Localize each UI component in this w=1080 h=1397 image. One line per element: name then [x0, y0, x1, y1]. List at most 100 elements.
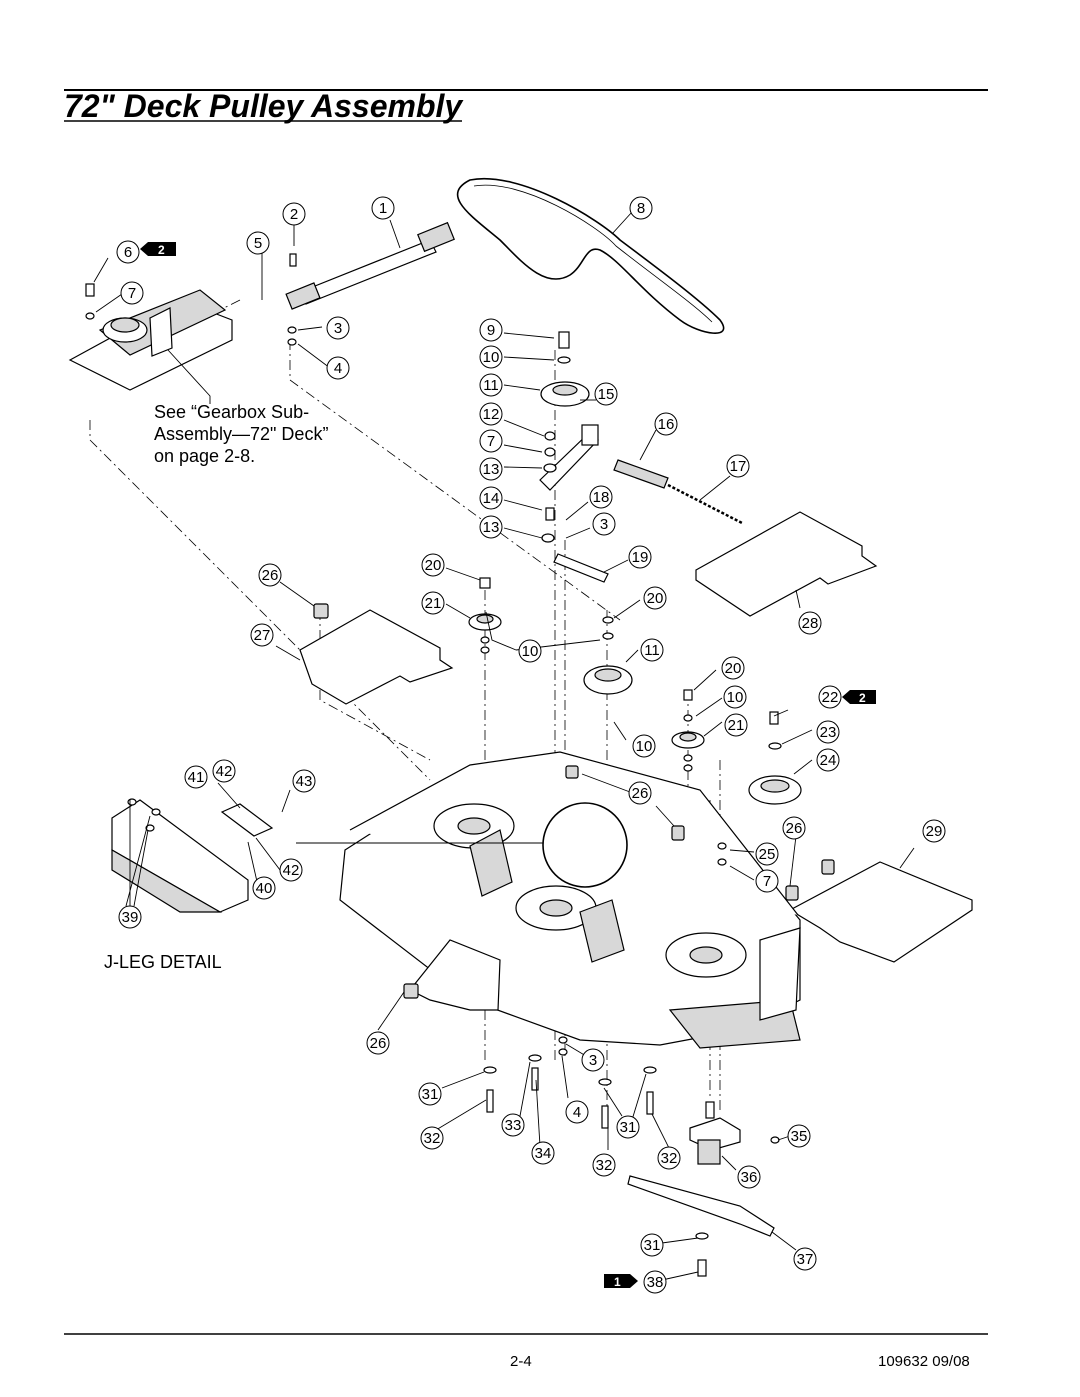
- callout-7: 7: [120, 281, 144, 305]
- callout-18: 18: [589, 485, 613, 509]
- callout-circle: [581, 1048, 605, 1072]
- callout-circle: [479, 318, 503, 342]
- callout-number: 31: [644, 1237, 661, 1254]
- callout-1: 1: [371, 196, 395, 220]
- callout-circle: [250, 623, 274, 647]
- callout-number: 7: [128, 285, 136, 302]
- callout-circle: [366, 1031, 390, 1055]
- belt-shield-left: [299, 609, 454, 705]
- callout-20: 20: [421, 553, 445, 577]
- callout-number: 40: [256, 880, 273, 897]
- callout-19: 19: [628, 545, 652, 569]
- callout-32: 32: [592, 1153, 616, 1177]
- callout-circle: [793, 1247, 817, 1271]
- callout-36: 36: [737, 1165, 761, 1189]
- callout-circle: [501, 1113, 525, 1137]
- page-title: 72" Deck Pulley Assembly: [64, 88, 464, 124]
- callout-29: 29: [922, 819, 946, 843]
- callout-number: 10: [636, 738, 653, 755]
- callout-number: 15: [598, 386, 615, 403]
- callout-6: 6: [116, 240, 140, 264]
- callout-17: 17: [726, 454, 750, 478]
- callout-13: 13: [479, 457, 503, 481]
- callout-2: 2: [282, 202, 306, 226]
- callout-27: 27: [250, 623, 274, 647]
- callout-number: 20: [725, 660, 742, 677]
- callout-number: 7: [763, 873, 771, 890]
- detail-circle: [542, 802, 628, 888]
- callout-circle: [816, 720, 840, 744]
- callout-number: 36: [741, 1169, 758, 1186]
- callout-circle: [531, 1141, 555, 1165]
- callout-37: 37: [793, 1247, 817, 1271]
- callout-number: 21: [728, 717, 745, 734]
- callout-circle: [657, 1146, 681, 1170]
- callout-32: 32: [420, 1126, 444, 1150]
- callout-circle: [787, 1124, 811, 1148]
- callout-circle: [654, 412, 678, 436]
- callout-circle: [721, 656, 745, 680]
- callout-number: 20: [425, 557, 442, 574]
- callout-25: 25: [755, 842, 779, 866]
- callout-number: 26: [370, 1035, 387, 1052]
- mower-deck: [339, 751, 801, 1049]
- v-belt: [456, 177, 725, 334]
- callout-circle: [118, 905, 142, 929]
- callout-31: 31: [640, 1233, 664, 1257]
- callout-number: 34: [535, 1145, 552, 1162]
- callout-26: 26: [258, 563, 282, 587]
- callout-circle: [292, 769, 316, 793]
- callout-7: 7: [755, 869, 779, 893]
- callout-number: 14: [483, 490, 500, 507]
- callout-circle: [479, 345, 503, 369]
- callout-42: 42: [212, 759, 236, 783]
- upper-left-hardware: [85, 253, 727, 866]
- belt-shield-right: [695, 511, 878, 617]
- lower-hardware: [483, 1036, 780, 1144]
- callout-22: 22: [818, 685, 842, 709]
- callout-39: 39: [118, 905, 142, 929]
- j-leg-detail: [111, 798, 274, 913]
- callout-circle: [420, 1126, 444, 1150]
- callout-23: 23: [816, 720, 840, 744]
- callout-number: 2: [290, 206, 298, 223]
- callout-16: 16: [654, 412, 678, 436]
- callout-circle: [479, 402, 503, 426]
- badge-label: 2: [158, 243, 165, 257]
- callout-circle: [479, 515, 503, 539]
- callout-number: 8: [637, 200, 645, 217]
- callout-number: 26: [786, 820, 803, 837]
- callout-circle: [628, 781, 652, 805]
- callout-3: 3: [581, 1048, 605, 1072]
- callout-number: 11: [483, 377, 499, 394]
- callout-circle: [592, 512, 616, 536]
- callout-4: 4: [326, 356, 350, 380]
- callout-circle: [723, 685, 747, 709]
- badge-label: 2: [859, 691, 866, 705]
- callout-circle: [816, 748, 840, 772]
- callout-circle: [252, 876, 276, 900]
- callout-circle: [421, 591, 445, 615]
- callout-number: 10: [483, 349, 500, 366]
- callout-circle: [212, 759, 236, 783]
- callout-circle: [565, 1100, 589, 1124]
- callout-number: 42: [216, 763, 233, 780]
- callout-circle: [594, 382, 618, 406]
- callout-circle: [282, 202, 306, 226]
- callout-circle: [116, 240, 140, 264]
- callout-26: 26: [782, 816, 806, 840]
- gearbox-note-line1: See “Gearbox Sub-: [154, 402, 309, 422]
- callout-number: 42: [283, 862, 300, 879]
- callout-number: 25: [759, 846, 776, 863]
- callout-number: 6: [124, 244, 132, 261]
- badge-label: 1: [614, 1275, 621, 1289]
- callout-circle: [922, 819, 946, 843]
- callout-circle: [479, 429, 503, 453]
- callout-number: 37: [797, 1251, 814, 1268]
- callout-circle: [818, 685, 842, 709]
- callout-circle: [120, 281, 144, 305]
- callout-number: 10: [727, 689, 744, 706]
- callout-number: 9: [487, 322, 495, 339]
- callout-circle: [726, 454, 750, 478]
